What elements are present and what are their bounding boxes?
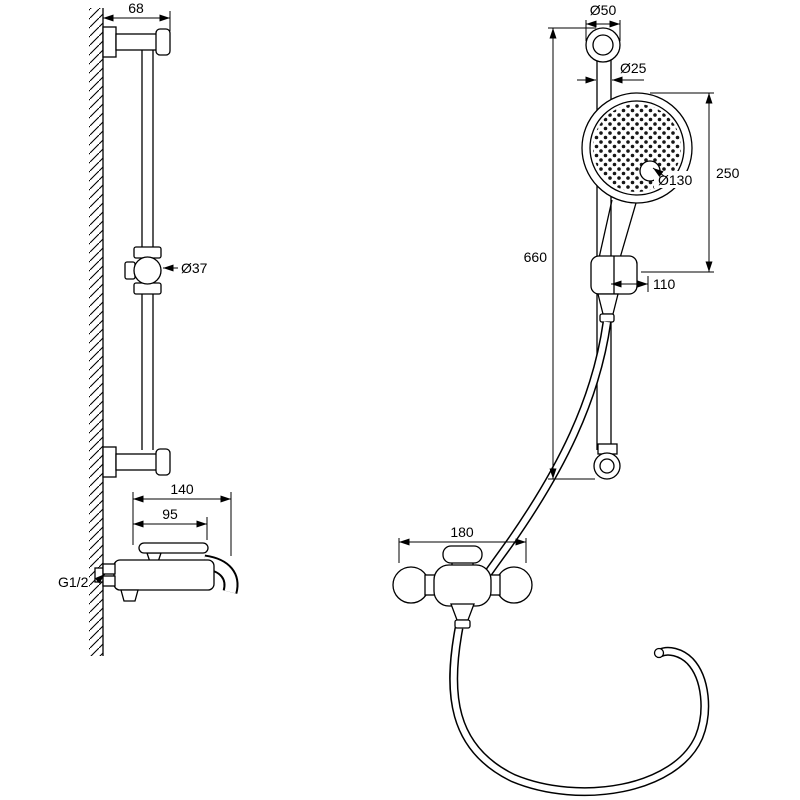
shower-hose — [449, 321, 710, 797]
dim-mixer-width: 180 — [398, 524, 527, 563]
mixer-hub — [433, 564, 492, 607]
dim-label-130: Ø130 — [658, 172, 692, 188]
dim-bracket-width: 68 — [103, 0, 171, 31]
dim-label-50: Ø50 — [590, 2, 617, 18]
dim-mixer-body-width: 95 — [133, 506, 208, 540]
slider-front — [590, 255, 638, 323]
wall-hatching — [89, 8, 103, 656]
left-flange — [392, 566, 430, 604]
lever-side — [138, 542, 209, 554]
hose-nut-top — [599, 313, 615, 323]
dim-label-140: 140 — [170, 481, 194, 497]
handle-cone — [597, 293, 619, 315]
mixer-outlet-cone — [450, 603, 475, 621]
top-holder-front — [585, 27, 621, 63]
dim-slider-diameter: Ø37 — [163, 260, 208, 276]
dim-slider-offset: 110 — [611, 276, 676, 292]
dim-rail-diameter: Ø25 — [577, 60, 647, 84]
dim-label-g12: G1/2 — [58, 574, 89, 590]
bottom-bracket-side — [102, 446, 171, 478]
dim-label-660: 660 — [524, 249, 548, 265]
side-view: 68 Ø37 140 95 G1/2 — [58, 0, 239, 656]
bottom-holder-front — [593, 443, 621, 480]
mixer-side — [94, 542, 239, 602]
hose-end-fitting — [653, 647, 665, 659]
hose-nut-bottom — [454, 619, 471, 629]
dim-mixer-depth: 140 — [132, 481, 232, 556]
dim-top-holder-diameter: Ø50 — [585, 2, 621, 41]
dim-label-110: 110 — [653, 276, 676, 292]
front-view: Ø50 Ø25 660 250 Ø130 110 — [392, 2, 740, 797]
right-flange — [495, 566, 533, 604]
mixer-outlet-side — [120, 589, 139, 602]
slider-side — [124, 246, 162, 295]
slider-knob-side — [133, 256, 162, 285]
coupler-top — [102, 563, 116, 575]
dim-label-95: 95 — [162, 506, 178, 522]
dim-label-68: 68 — [128, 0, 144, 16]
dim-inlet-thread: G1/2 — [58, 573, 106, 590]
dim-label-250: 250 — [716, 165, 740, 181]
coupler-bottom — [102, 575, 116, 587]
mixer-front — [392, 545, 533, 629]
mixer-body-side — [113, 559, 215, 591]
top-bracket-side — [102, 26, 171, 58]
dim-handshower-diameter: Ø130 — [652, 167, 704, 188]
dim-rail-length: 660 — [524, 27, 596, 480]
dim-label-180: 180 — [450, 524, 474, 540]
dim-label-25: Ø25 — [620, 60, 647, 76]
dim-head-to-slider: 250 — [641, 92, 740, 273]
handshower-handle — [598, 199, 637, 259]
lever-front — [442, 545, 483, 564]
dim-label-37: Ø37 — [181, 260, 208, 276]
